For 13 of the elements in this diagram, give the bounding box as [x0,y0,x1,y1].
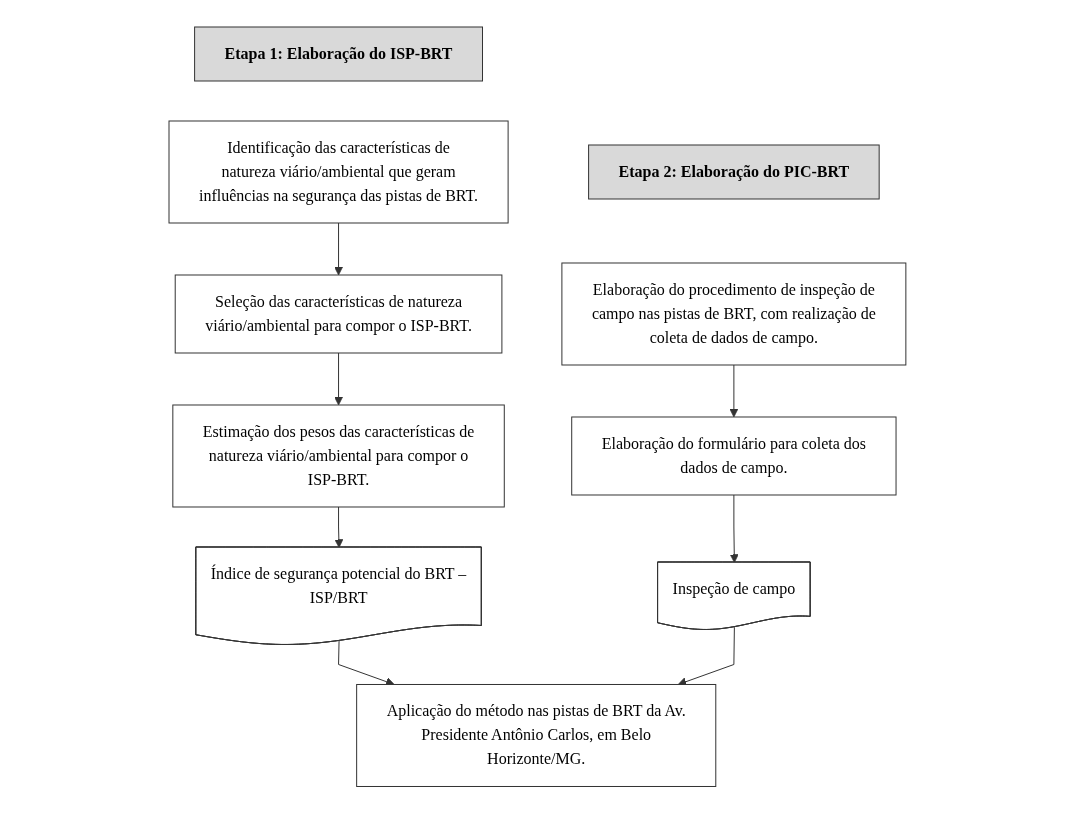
arrow [334,506,344,549]
node-box: Elaboração do formulário para coleta dos dados de campo. [571,416,897,496]
arrow [334,352,343,406]
node-box: Etapa 2: Elaboração do PIC-BRT [588,144,880,200]
arrow [334,222,343,276]
node-box: Seleção das características de natureza viário/ambiental para compor o ISP-BRT. [174,274,503,354]
node-box: Identificação das características de natureza viário/ambiental que geram influências na segurança das pistas de BRT. [168,120,509,224]
node-box: Etapa 1: Elaboração do ISP-BRT [194,26,484,82]
node-box: Estimação dos pesos das características de natureza viário/ambiental para compor o ISP-BRT. [172,404,505,508]
node-box: Aplicação do método nas pistas de BRT da Av. Presidente Antônio Carlos, em Belo Horizonte/MG. [356,684,717,788]
arrow [729,364,739,418]
arrow [729,494,739,564]
node-box: Elaboração do procedimento de inspeção de campo nas pistas de BRT, com realização de coleta de dados de campo. [561,262,907,366]
